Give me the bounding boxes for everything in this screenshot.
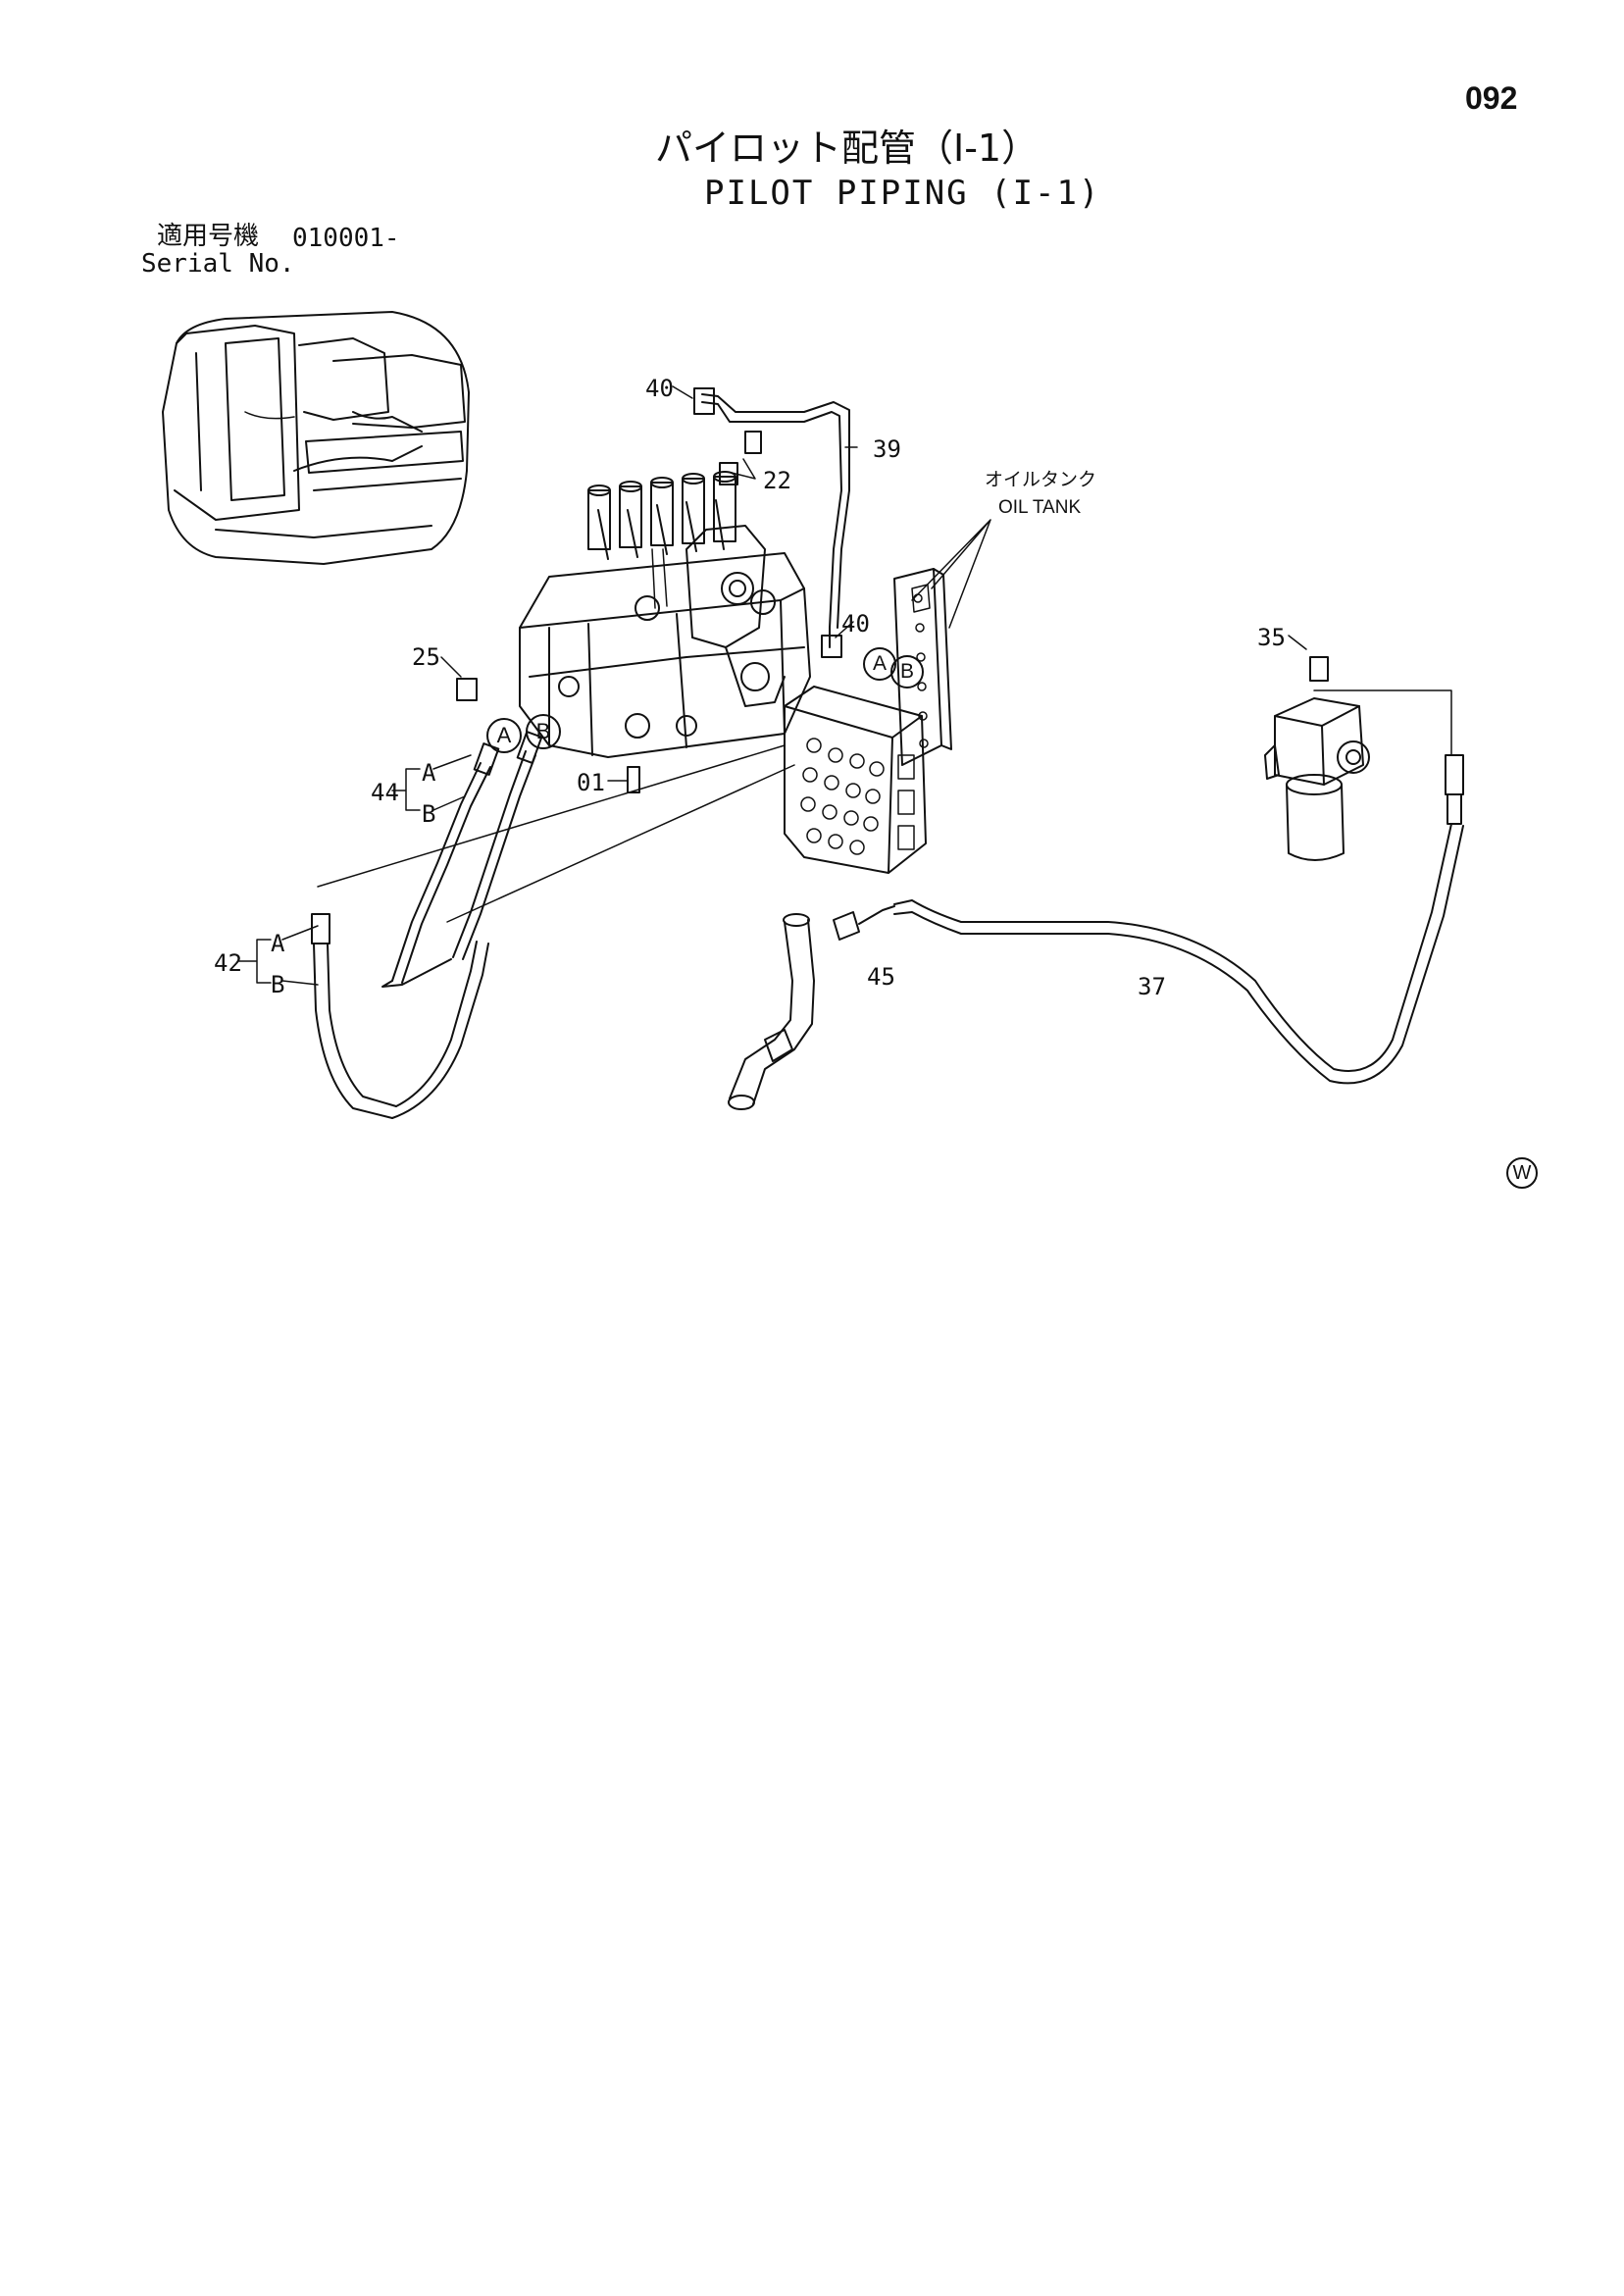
title-japanese: パイロット配管（Ⅰ-1）	[655, 127, 1040, 170]
callout-37-hose: 37	[1138, 973, 1166, 1000]
leader-lines	[238, 385, 1452, 986]
callout-35-connector: 35	[1257, 624, 1286, 651]
line-filter	[1264, 697, 1370, 861]
hose-42	[311, 913, 489, 1119]
callout-44-hose: 44	[371, 779, 399, 806]
excavator-overview-illustration	[162, 311, 470, 565]
oil-tank-manifold	[893, 568, 952, 766]
callout-25-fitting: 25	[412, 643, 440, 671]
hose-44	[381, 731, 543, 988]
fittings	[456, 656, 1329, 793]
callout-39-pipe: 39	[873, 435, 901, 463]
port-marker-b-tank: B	[890, 655, 924, 689]
page-number: 092	[1465, 80, 1518, 116]
pilot-pipe-39	[693, 387, 850, 658]
callout-44-b: B	[422, 800, 436, 828]
callout-01-connector: 01	[577, 769, 605, 796]
callout-40-elbow: 40	[645, 375, 674, 402]
suction-pipe	[728, 905, 895, 1110]
callout-42-hose: 42	[214, 949, 242, 977]
serial-label-english: Serial No.	[141, 249, 295, 279]
oil-tank-label-japanese: オイルタンク	[985, 469, 1097, 490]
callout-22-plug: 22	[763, 467, 791, 494]
serial-number-value: 010001-	[292, 224, 400, 253]
callout-42-a: A	[271, 930, 285, 957]
callout-44-a: A	[422, 759, 436, 787]
oil-tank-label-english: OIL TANK	[998, 497, 1082, 518]
hose-37	[893, 754, 1464, 1085]
control-valve-body	[519, 471, 811, 758]
pilot-valve-block	[784, 686, 927, 874]
port-marker-a-hose: A	[486, 718, 522, 753]
serial-label-japanese: 適用号機	[157, 222, 260, 251]
callout-40-elbow-lower: 40	[841, 610, 870, 638]
callout-42-b: B	[271, 971, 285, 998]
title-english: PILOT PIPING (I-1)	[704, 174, 1101, 213]
callout-45-fitting: 45	[867, 963, 895, 991]
watermark-circle: W	[1506, 1157, 1538, 1189]
